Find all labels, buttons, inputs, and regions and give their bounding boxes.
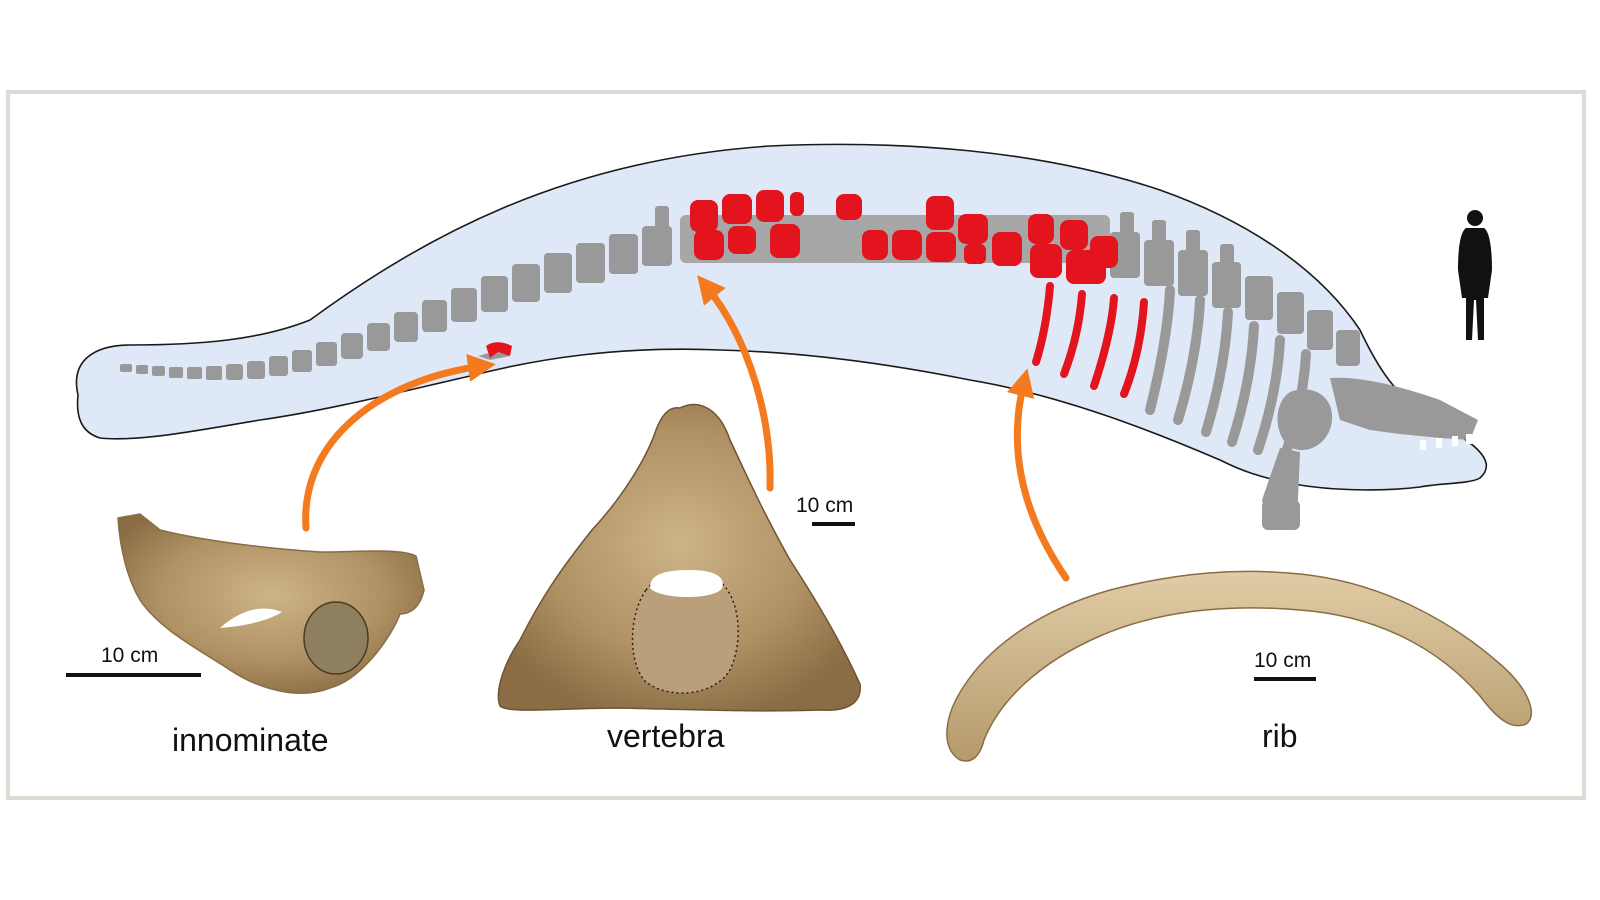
label-rib: rib bbox=[1262, 718, 1298, 754]
rib-fossil bbox=[946, 570, 1533, 762]
scale-bars bbox=[66, 522, 1316, 681]
human-silhouette-icon bbox=[1458, 210, 1492, 340]
arrow-innominate bbox=[302, 354, 496, 532]
arrow-vertebra bbox=[697, 275, 774, 492]
scale-label-vertebra: 10 cm bbox=[796, 494, 854, 517]
highlighted-vertebrae bbox=[690, 190, 1118, 284]
skull-teeth bbox=[1420, 434, 1472, 450]
arrow-rib bbox=[1007, 368, 1070, 582]
vertebra-fossil bbox=[497, 403, 861, 712]
pointer-arrows bbox=[302, 275, 1070, 582]
highlighted-ribs bbox=[1032, 282, 1148, 398]
innominate-fossil bbox=[117, 513, 425, 694]
label-innominate: innominate bbox=[172, 722, 329, 758]
label-vertebra: vertebra bbox=[607, 718, 725, 754]
scale-label-rib: 10 cm bbox=[1254, 649, 1312, 672]
scale-label-innominate: 10 cm bbox=[101, 644, 159, 667]
skull-and-flipper bbox=[1262, 377, 1478, 530]
